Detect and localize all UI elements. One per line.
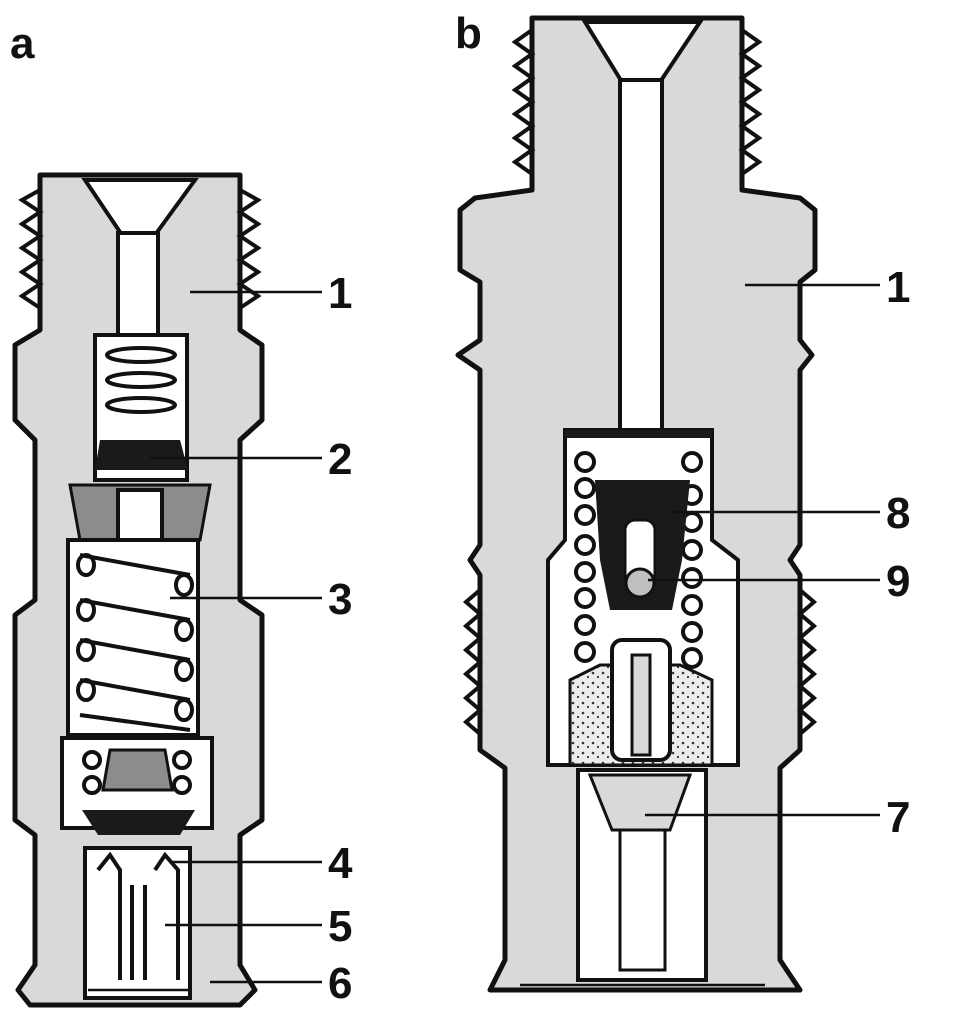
valve-b-top-seat: [565, 430, 712, 438]
callout-a-4: 4: [328, 839, 353, 888]
panel-a: a: [10, 19, 353, 1008]
panel-a-label: a: [10, 19, 35, 68]
valve-b-top-thread-right: [738, 28, 763, 176]
panel-b: b: [455, 9, 910, 993]
callout-a-2: 2: [328, 435, 352, 484]
valve-a-lower-spring: [82, 750, 192, 795]
valve-a-small-spring: [105, 346, 177, 414]
valve-a-channel: [116, 231, 160, 340]
callout-a-3: 3: [328, 575, 352, 624]
callout-b-1: 1: [886, 263, 910, 312]
valve-a-thread-right: [236, 188, 262, 310]
valve-a-bottom-insert: [83, 846, 192, 1000]
valve-a-thread-left: [18, 188, 44, 310]
valve-b-top-thread-left: [511, 28, 536, 176]
valve-b-channel: [618, 78, 664, 432]
callout-a-5: 5: [328, 902, 352, 951]
valve-b-stem: [630, 653, 652, 757]
callout-a-6: 6: [328, 959, 352, 1008]
valve-b-ball: [624, 567, 656, 599]
valve-b-lower-thread-right: [796, 588, 818, 736]
callout-b-7: 7: [886, 793, 910, 842]
valve-a-plunger-head: [101, 748, 174, 792]
callout-b-8: 8: [886, 489, 910, 538]
valve-a-disc: [95, 440, 188, 470]
callout-a-1: 1: [328, 269, 352, 318]
valve-a-plunger-collar: [82, 810, 195, 835]
callout-b-9: 9: [886, 557, 910, 606]
valve-b-cup-channel: [618, 828, 667, 972]
panel-b-label: b: [455, 9, 482, 58]
valve-a-main-spring: [76, 553, 194, 732]
valve-b-lower-thread-left: [462, 588, 484, 736]
